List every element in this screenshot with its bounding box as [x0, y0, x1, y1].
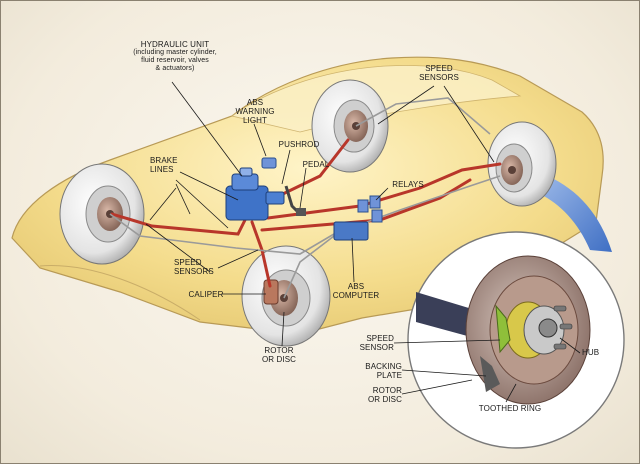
label-speed-sensors-left: SPEED SENSORS — [174, 258, 214, 276]
label-abs-warning-light: ABS WARNING LIGHT — [235, 98, 275, 125]
rear-right-wheel — [487, 121, 557, 207]
abs-warning-light — [261, 157, 277, 169]
pedal-assembly — [284, 185, 306, 216]
inset-leader-lines — [393, 337, 581, 403]
label-hydraulic-unit-detail: (including master cylinder, fluid reserv… — [133, 49, 217, 72]
abs-computer — [333, 221, 369, 241]
label-toothed-ring: TOOTHED RING — [478, 404, 542, 413]
hydraulic-unit — [225, 167, 285, 221]
label-rotor-inset: ROTOR OR DISC — [367, 386, 402, 404]
label-hub: HUB — [582, 348, 600, 357]
label-abs-computer: ABS COMPUTER — [332, 282, 380, 300]
front-right-wheel — [241, 245, 331, 347]
rear-left-wheel — [311, 79, 389, 173]
label-rotor-front: ROTOR OR DISC — [261, 346, 297, 364]
label-backing-plate: BACKING PLATE — [365, 362, 402, 380]
label-brake-lines: BRAKE LINES — [150, 156, 178, 174]
front-left-wheel — [59, 163, 145, 265]
leader-lines — [145, 81, 495, 347]
label-pedal: PEDAL — [302, 160, 330, 169]
label-caliper: CALIPER — [188, 290, 224, 299]
relays — [357, 195, 383, 223]
label-relays: RELAYS — [392, 180, 424, 189]
label-speed-sensors-top: SPEED SENSORS — [419, 64, 459, 82]
label-speed-sensor-inset: SPEED SENSOR — [359, 334, 394, 352]
highlight-streak — [540, 176, 612, 252]
wheel-detail-inset — [407, 231, 625, 449]
label-pushrod: PUSHROD — [278, 140, 320, 149]
sensor-wiring — [109, 97, 501, 299]
label-hydraulic-unit: HYDRAULIC UNIT — [140, 40, 210, 49]
